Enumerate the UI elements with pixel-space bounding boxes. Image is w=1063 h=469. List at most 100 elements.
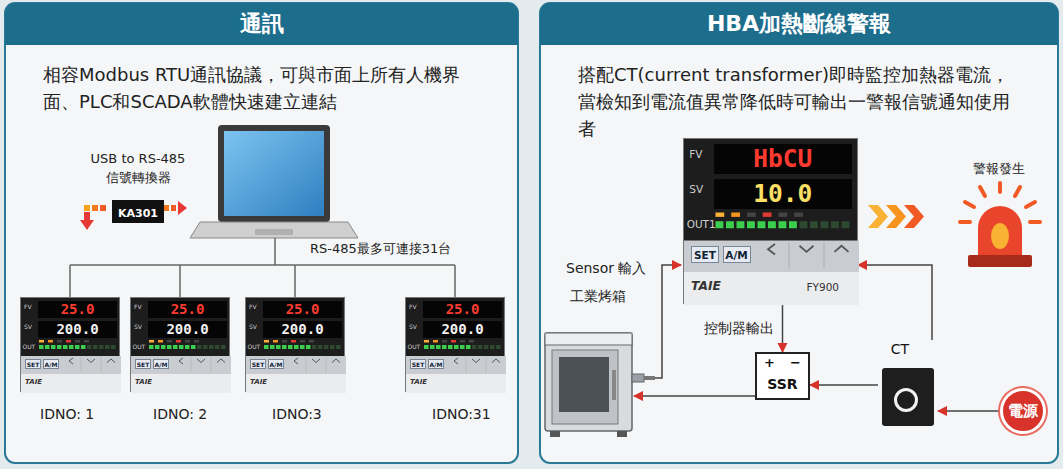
status-led xyxy=(39,340,44,343)
bar-segment xyxy=(484,345,489,349)
key-label: A/M xyxy=(153,359,169,369)
bar-segment xyxy=(45,345,50,349)
status-led xyxy=(779,213,788,217)
status-led xyxy=(747,213,756,217)
annotation-label: RS-485最多可連接31台 xyxy=(310,240,451,259)
button-band xyxy=(246,356,346,374)
industrial-oven xyxy=(612,370,616,400)
display-value: 25.0 xyxy=(148,301,227,318)
bar-segment xyxy=(75,345,80,349)
status-led xyxy=(291,340,296,343)
bar-segment xyxy=(448,345,453,349)
status-led xyxy=(424,340,429,343)
key-label: SET xyxy=(25,359,41,369)
device-name: CT xyxy=(878,340,922,358)
bar-segment xyxy=(111,345,116,349)
bar-segment xyxy=(300,345,305,349)
bar-segment xyxy=(336,345,341,349)
bar-segment xyxy=(294,345,299,349)
status-led xyxy=(66,340,71,343)
bar-segment xyxy=(69,345,74,349)
key-divider xyxy=(306,357,307,372)
bar-segment xyxy=(282,345,287,349)
bar-segment xyxy=(490,345,495,349)
bar-segment xyxy=(810,221,818,228)
bar-segment xyxy=(173,345,178,349)
key-chevron xyxy=(454,358,458,364)
ssr-relay: +−SSR xyxy=(755,352,810,400)
status-led xyxy=(158,340,163,343)
key-divider xyxy=(191,357,192,372)
display-value: 200.0 xyxy=(423,321,502,338)
alarm-light xyxy=(965,202,974,207)
bar-segment xyxy=(51,345,56,349)
laptop-icon xyxy=(190,222,358,238)
edge-label: 控制器輸出 xyxy=(704,319,774,337)
bar-segment xyxy=(93,345,98,349)
alarm-light xyxy=(960,183,1040,267)
key-chevron xyxy=(197,359,205,363)
bar-segment xyxy=(716,221,724,228)
key-chevron xyxy=(492,359,500,363)
bar-segment xyxy=(747,221,755,228)
bar-segment xyxy=(330,345,335,349)
panel-ground xyxy=(540,3,1058,45)
key-chevron xyxy=(87,359,95,363)
panel-text: FV xyxy=(134,303,142,310)
wire-connector xyxy=(782,304,784,352)
key-chevron xyxy=(835,246,849,252)
display-value: 25.0 xyxy=(263,301,342,318)
bar-segment xyxy=(161,345,166,349)
brand-logo: TAIE xyxy=(25,378,42,386)
bar-segment xyxy=(831,221,839,228)
alarm-chevrons xyxy=(868,205,888,228)
key-chevron xyxy=(69,358,73,364)
bar-segment xyxy=(270,345,275,349)
bar-segment xyxy=(737,221,745,228)
industrial-oven xyxy=(550,431,560,437)
converter-box: KA301 xyxy=(112,200,164,223)
bar-segment xyxy=(105,345,110,349)
panel-text: SV xyxy=(24,323,32,330)
alarm-chevrons xyxy=(886,205,906,228)
nameplate xyxy=(21,374,121,393)
display-value: HbCU xyxy=(714,144,852,174)
panel-text: OUT xyxy=(248,343,261,350)
panel-text: OUT xyxy=(133,343,146,350)
status-led xyxy=(149,340,154,343)
industrial-oven xyxy=(632,374,644,382)
temperature-controller: FVHbCUSV10.0OUT1SETA/MTAIEFY900 xyxy=(683,138,858,304)
status-led xyxy=(731,213,740,217)
key-label: A/M xyxy=(268,359,284,369)
panel-heading: HBA加熱斷線警報 xyxy=(540,3,1058,45)
alarm-light xyxy=(980,187,985,196)
key-chevron xyxy=(768,244,775,255)
bar-segment xyxy=(99,345,104,349)
terminal-sign: + xyxy=(764,355,775,370)
wire-connector xyxy=(810,384,878,386)
button-band xyxy=(21,356,121,374)
status-led xyxy=(716,213,725,217)
alarm-chevrons xyxy=(904,205,924,228)
panel-text: SV xyxy=(134,323,142,330)
panel-text: OUT1 xyxy=(687,218,716,231)
key-chevron xyxy=(294,358,298,364)
bar-segment xyxy=(842,221,850,228)
industrial-oven xyxy=(545,333,655,437)
alarm-light xyxy=(1030,220,1040,224)
display-value: 200.0 xyxy=(38,321,117,338)
brand-logo: TAIE xyxy=(135,378,152,386)
laptop-icon xyxy=(224,131,324,216)
key-label: A/M xyxy=(723,246,751,264)
panel-description: 搭配CT(current transformer)即時監控加熱器電流，當檢知到電… xyxy=(578,61,1024,142)
key-chevron xyxy=(107,359,115,363)
bar-segment xyxy=(179,345,184,349)
status-led xyxy=(794,213,803,217)
bar-segment xyxy=(87,345,92,349)
wiring xyxy=(655,265,681,378)
industrial-oven xyxy=(559,357,609,412)
status-led xyxy=(75,340,80,343)
laptop-icon xyxy=(218,125,330,222)
